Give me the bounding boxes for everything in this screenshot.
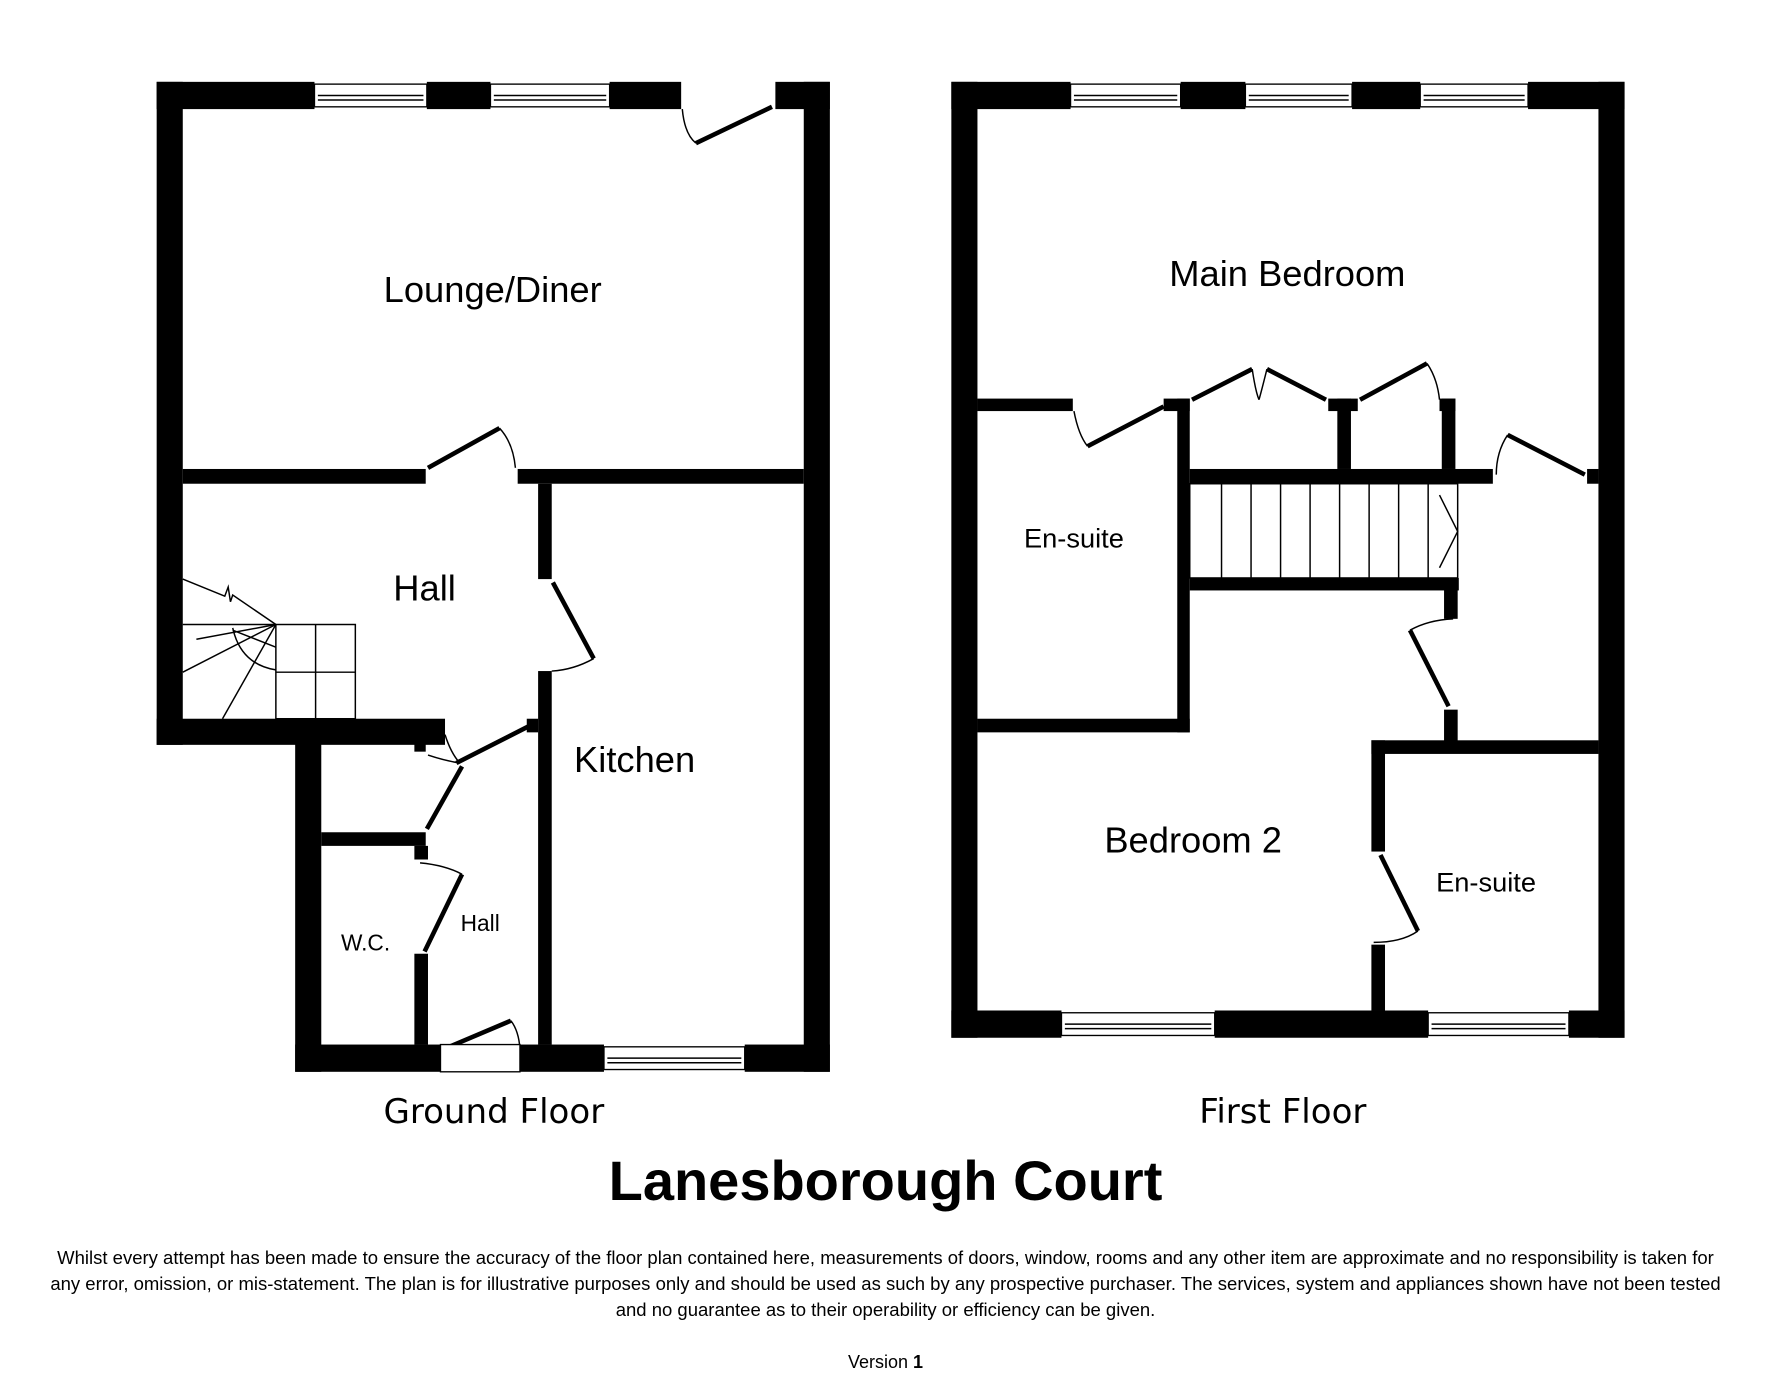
door [1073,404,1165,449]
disclaimer-text: Whilst every attempt has been made to en… [50,1247,1721,1320]
property-title: Lanesborough Court [608,1149,1163,1212]
first-floor-label: First Floor [1199,1092,1366,1132]
window [489,83,611,108]
first-floor-plan: Main Bedroom En-suite Bedroom 2 En-suite… [951,81,1625,1132]
door [681,104,773,146]
door [424,765,465,830]
window [603,1046,746,1071]
door [1358,361,1441,402]
room-label-bedroom-2: Bedroom 2 [1104,820,1282,861]
ground-floor-label: Ground Floor [383,1092,604,1132]
room-label-main-bedroom: Main Bedroom [1169,253,1405,294]
room-label-hall-lower: Hall [461,910,500,936]
front-door [439,1018,521,1073]
window [1060,1012,1216,1037]
window [1069,83,1182,108]
room-label-wc: W.C. [341,929,390,955]
room-label-ensuite-2: En-suite [1436,866,1536,897]
door [1190,367,1328,402]
room-label-ensuite-1: En-suite [1024,522,1124,553]
window [1244,83,1353,108]
door [427,724,529,766]
version-number: 1 [913,1352,924,1372]
room-label-kitchen: Kitchen [574,739,695,780]
window [313,83,428,108]
door [1495,432,1586,477]
door [550,581,596,672]
room-label-lounge-diner: Lounge/Diner [384,269,602,310]
staircase [182,578,357,720]
door [1407,618,1454,708]
arrow-icon [1438,494,1459,569]
room-label-hall: Hall [393,568,456,609]
door [1373,853,1420,944]
window [1419,83,1529,108]
door [419,862,465,953]
ground-floor-plan: Lounge/Diner Hall Kitchen W.C. Hall Grou… [156,81,830,1132]
door [426,426,517,470]
version-label: Version 1 [0,1352,1771,1373]
version-text: Version [847,1352,908,1372]
staircase [1189,482,1459,579]
window [1427,1012,1570,1037]
